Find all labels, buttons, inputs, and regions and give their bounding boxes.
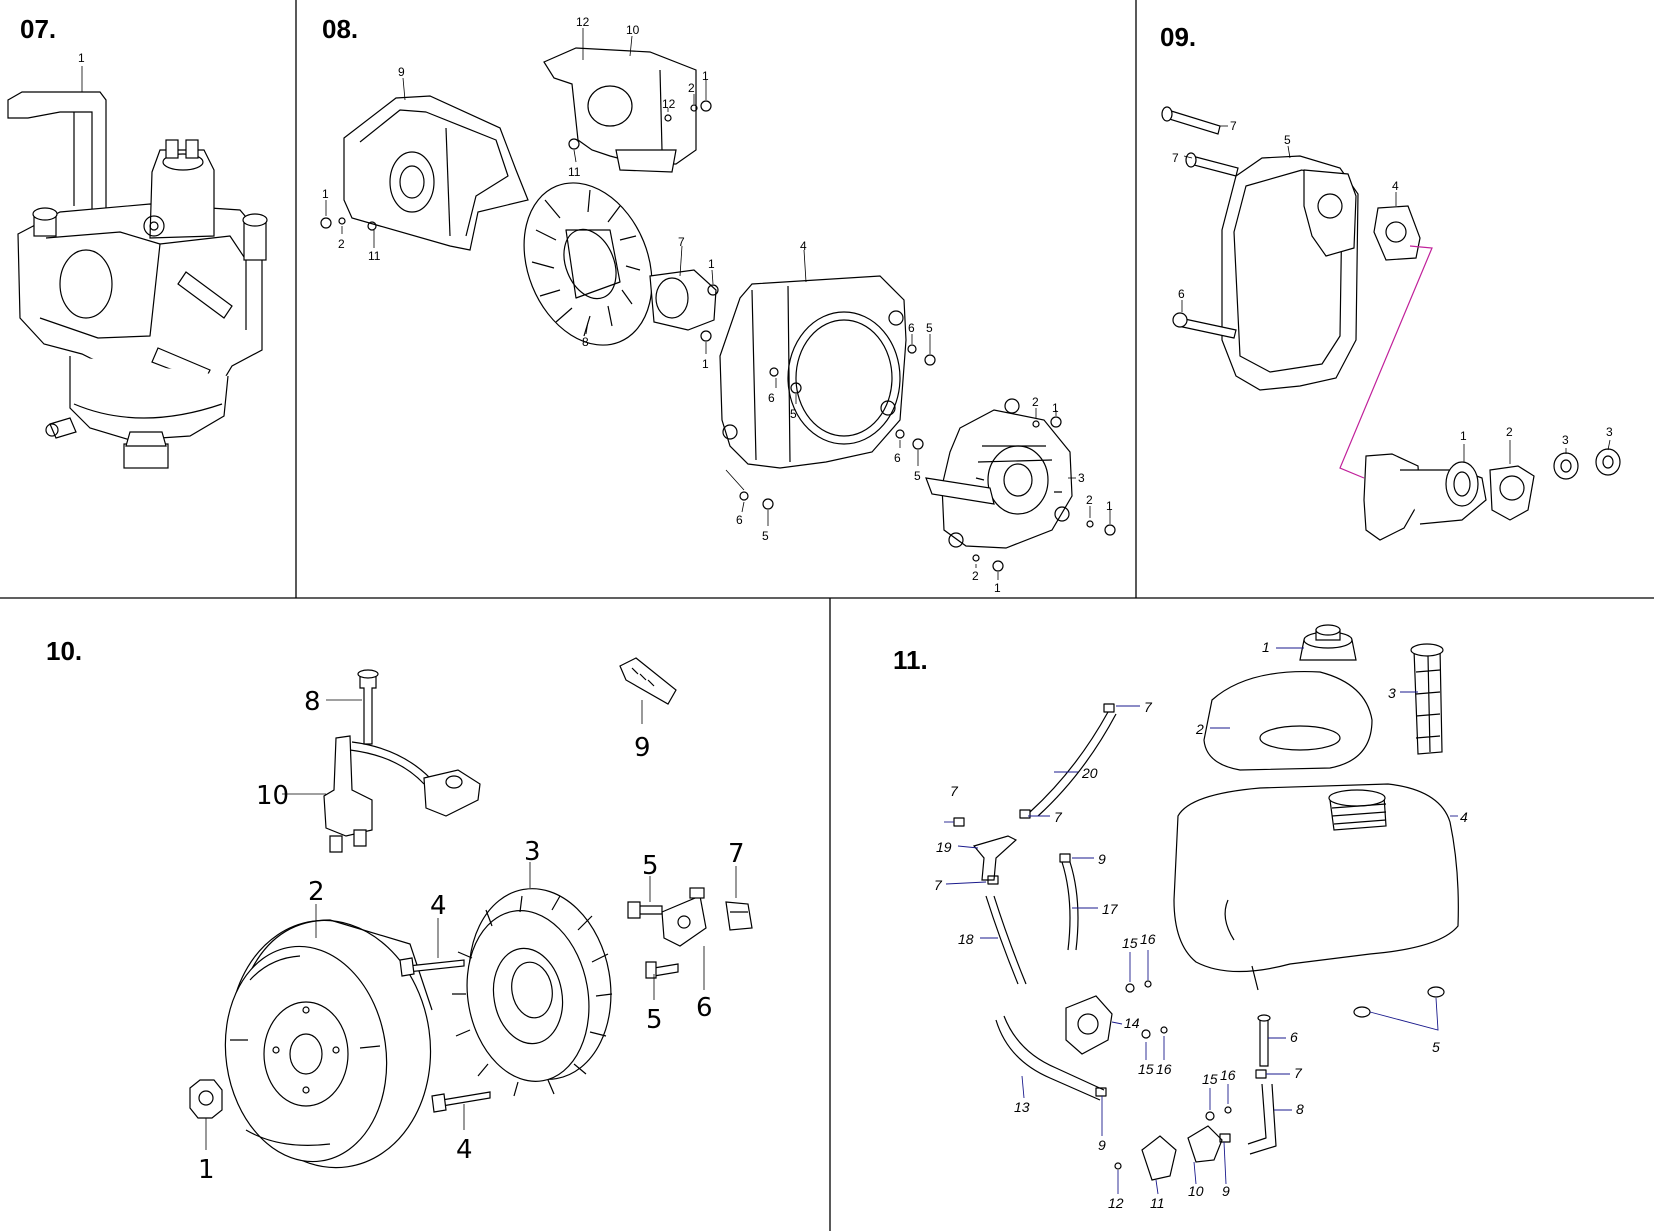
p09-label-7b: 7 bbox=[1172, 151, 1179, 165]
p08-label-6d: 6 bbox=[736, 513, 743, 527]
panel-07-title: 07. bbox=[20, 14, 57, 44]
panel-10-ignition bbox=[189, 657, 753, 1169]
p08-label-5c: 5 bbox=[914, 469, 921, 483]
p08-label-12b: 12 bbox=[662, 97, 676, 111]
p11-label-11: 11 bbox=[1150, 1195, 1165, 1211]
p08-label-2d: 2 bbox=[1086, 493, 1093, 507]
panel-11-fuel-system bbox=[944, 624, 1459, 1195]
p08-label-9: 9 bbox=[398, 65, 405, 79]
p11-label-1: 1 bbox=[1262, 639, 1270, 655]
p08-label-1a: 1 bbox=[322, 187, 329, 201]
p11-label-13: 13 bbox=[1014, 1099, 1030, 1115]
p09-label-1: 1 bbox=[1460, 429, 1467, 443]
p08-label-10: 10 bbox=[626, 23, 640, 37]
p08-label-7: 7 bbox=[678, 235, 685, 249]
p11-label-5: 5 bbox=[1432, 1039, 1440, 1055]
p11-label-17: 17 bbox=[1102, 901, 1119, 917]
p08-label-5d: 5 bbox=[762, 529, 769, 543]
p11-label-18: 18 bbox=[958, 931, 974, 947]
p08-label-1d: 1 bbox=[702, 357, 709, 371]
p11-label-16b: 16 bbox=[1156, 1061, 1172, 1077]
p08-label-8: 8 bbox=[582, 335, 589, 349]
p11-label-16c: 16 bbox=[1220, 1067, 1236, 1083]
p10-label-5a: 5 bbox=[642, 851, 659, 881]
p08-label-2a: 2 bbox=[338, 237, 345, 251]
p11-label-15c: 15 bbox=[1202, 1071, 1218, 1087]
p08-label-4: 4 bbox=[800, 239, 807, 253]
p08-label-1f: 1 bbox=[1106, 499, 1113, 513]
p10-label-1: 1 bbox=[198, 1155, 215, 1185]
p11-label-4: 4 bbox=[1460, 809, 1468, 825]
p11-label-20: 20 bbox=[1081, 765, 1098, 781]
panel-11-title: 11. bbox=[893, 645, 928, 675]
p11-label-12: 12 bbox=[1108, 1195, 1124, 1211]
p08-label-12a: 12 bbox=[576, 15, 590, 29]
p10-label-6: 6 bbox=[696, 993, 713, 1023]
p08-label-2e: 2 bbox=[972, 569, 979, 583]
p08-label-1g: 1 bbox=[994, 581, 1001, 595]
panel-09-title: 09. bbox=[1160, 22, 1197, 52]
p08-label-5b: 5 bbox=[926, 321, 933, 335]
p11-label-6: 6 bbox=[1290, 1029, 1298, 1045]
p08-label-1e: 1 bbox=[1052, 401, 1059, 415]
p11-label-15a: 15 bbox=[1122, 935, 1138, 951]
p09-label-2: 2 bbox=[1506, 425, 1513, 439]
p09-label-5: 5 bbox=[1284, 133, 1291, 147]
p08-label-6b: 6 bbox=[908, 321, 915, 335]
p11-label-14: 14 bbox=[1124, 1015, 1140, 1031]
p11-label-10: 10 bbox=[1188, 1183, 1204, 1199]
p08-label-11a: 11 bbox=[368, 249, 381, 263]
p11-label-7c: 7 bbox=[950, 783, 959, 799]
p11-label-16a: 16 bbox=[1140, 931, 1156, 947]
panel-09-muffler bbox=[1161, 106, 1621, 541]
panel-09-labels: 7 7 5 4 6 1 2 3 3 bbox=[1172, 119, 1613, 447]
panel-10-labels: 8 9 10 2 4 3 5 7 6 5 1 4 bbox=[198, 687, 745, 1185]
p11-label-8: 8 bbox=[1296, 1101, 1304, 1117]
p11-label-9b: 9 bbox=[1098, 1137, 1106, 1153]
panel-08-labels: 9 1 2 11 12 10 1 2 12 11 7 1 1 8 4 6 5 6… bbox=[322, 15, 1113, 595]
p11-label-15b: 15 bbox=[1138, 1061, 1154, 1077]
p11-label-9a: 9 bbox=[1098, 851, 1106, 867]
p11-label-7a: 7 bbox=[1144, 699, 1153, 715]
p11-label-7b: 7 bbox=[1054, 809, 1063, 825]
panel-10-title: 10. bbox=[46, 636, 83, 666]
p11-label-19: 19 bbox=[936, 839, 952, 855]
p08-label-6a: 6 bbox=[768, 391, 775, 405]
p11-label-7e: 7 bbox=[1294, 1065, 1303, 1081]
p10-label-2: 2 bbox=[308, 877, 325, 907]
p09-label-4: 4 bbox=[1392, 179, 1399, 193]
p10-label-10: 10 bbox=[256, 781, 289, 811]
p11-label-3: 3 bbox=[1388, 685, 1396, 701]
p08-label-6c: 6 bbox=[894, 451, 901, 465]
panel-08-assembly bbox=[320, 28, 1116, 580]
p10-label-9: 9 bbox=[634, 733, 651, 763]
p09-label-6: 6 bbox=[1178, 287, 1185, 301]
p08-label-2c: 2 bbox=[1032, 395, 1039, 409]
p11-label-9c: 9 bbox=[1222, 1183, 1230, 1199]
p08-label-2b: 2 bbox=[688, 81, 695, 95]
p08-label-1b: 1 bbox=[702, 69, 709, 83]
p10-label-4b: 4 bbox=[456, 1135, 473, 1165]
p10-label-8: 8 bbox=[304, 687, 321, 717]
p11-label-7d: 7 bbox=[934, 877, 943, 893]
p08-label-5a: 5 bbox=[790, 407, 797, 421]
p09-label-7a: 7 bbox=[1230, 119, 1237, 133]
panel-07-label-1: 1 bbox=[78, 51, 85, 65]
p08-label-11b: 11 bbox=[568, 165, 581, 179]
panel-08-title: 08. bbox=[322, 14, 359, 44]
p09-label-3b: 3 bbox=[1606, 425, 1613, 439]
panel-07-carburetor bbox=[7, 66, 268, 469]
p10-label-3: 3 bbox=[524, 837, 541, 867]
panel-11-labels: 1 3 2 4 7 20 7 7 19 7 9 17 18 15 16 14 1… bbox=[934, 639, 1468, 1211]
p10-label-4a: 4 bbox=[430, 891, 447, 921]
p09-label-3a: 3 bbox=[1562, 433, 1569, 447]
p08-label-3: 3 bbox=[1078, 471, 1085, 485]
p08-label-1c: 1 bbox=[708, 257, 715, 271]
p11-label-2: 2 bbox=[1195, 721, 1204, 737]
p10-label-5b: 5 bbox=[646, 1005, 663, 1035]
p10-label-7: 7 bbox=[728, 839, 745, 869]
